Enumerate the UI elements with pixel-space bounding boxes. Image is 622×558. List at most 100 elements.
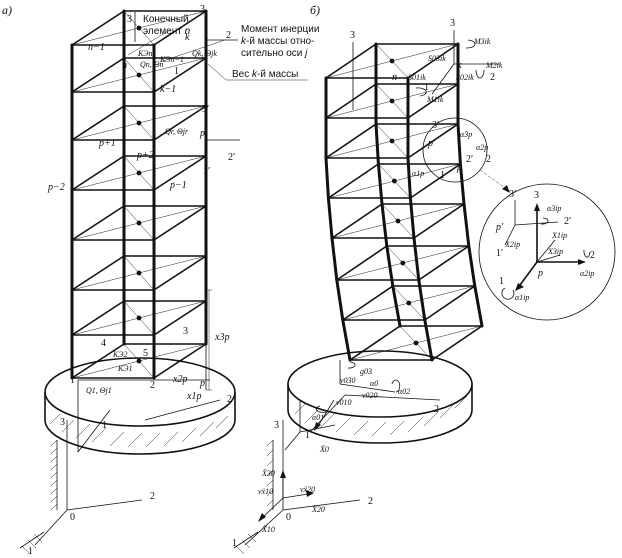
- column: [374, 122, 380, 166]
- b-x0: Ẍ0: [319, 445, 329, 454]
- floor-mass-node: [136, 72, 142, 78]
- a-p-prime: p′: [199, 128, 208, 139]
- b-inset-one-prime: 1′: [496, 248, 503, 259]
- a-p-plus-2: p+2: [136, 150, 154, 161]
- b-inset-p: p: [537, 268, 543, 279]
- b-inset-two: 2: [590, 250, 595, 261]
- panel-b-label: б): [310, 3, 320, 17]
- b-one-arrow: 1: [305, 430, 310, 441]
- floor-edge: [71, 105, 125, 141]
- b-s01ik: S01ik: [408, 73, 426, 82]
- b-inset-x1ip: X1ip: [551, 231, 567, 240]
- a-end-element-line2: элемент n: [143, 26, 191, 37]
- a-weight-label: Вес k-й массы: [232, 69, 298, 80]
- a-one-ground: 1: [102, 420, 107, 431]
- a-ke-n: КЭn: [137, 49, 152, 58]
- b-two-base: 2: [434, 404, 439, 415]
- floor-mass-node: [136, 358, 142, 364]
- panel-b-ground-axes: [233, 400, 361, 555]
- a-x1p: x1p: [186, 391, 201, 402]
- floor-edge: [71, 255, 125, 291]
- floor-mass-node: [400, 260, 406, 266]
- floor-mass-node: [413, 340, 419, 346]
- floor-edge: [325, 123, 377, 159]
- b-alpha3p: α3p: [460, 130, 472, 139]
- a-inertia-line2: k-й массы отно-: [241, 36, 314, 47]
- a-axis3-topright-label: 3: [200, 4, 205, 15]
- b-inset-three: 3: [534, 190, 539, 201]
- b-two-p: 2: [486, 154, 491, 165]
- floor-edge: [413, 203, 465, 239]
- b-m3ik-arc: [465, 39, 476, 49]
- b-alpha1p: α1p: [412, 169, 424, 178]
- floor-edge: [349, 325, 401, 361]
- b-inset-x3ip: X3ip: [547, 247, 563, 256]
- b-inset-p-prime: p′: [495, 222, 504, 233]
- b-inset-two-prime: 2′: [564, 216, 571, 227]
- b-v020: v020: [362, 391, 378, 400]
- column: [391, 284, 402, 328]
- b-m2ik: M2ik: [485, 61, 503, 70]
- b-two-prime: 2′: [466, 154, 473, 165]
- a-inertia-line3: сительно оси j: [241, 48, 308, 59]
- b-vx20: vẍ20: [300, 485, 315, 494]
- b-two: 2: [490, 72, 495, 83]
- a-q-theta-n: Qn, Θn: [140, 60, 164, 69]
- panel-a: а): [2, 3, 319, 557]
- b-three-top2: 3: [450, 18, 455, 29]
- floor-mass-node: [406, 300, 412, 306]
- b-x20: Ẍ20: [311, 505, 325, 514]
- a-two-right: 2: [227, 394, 232, 405]
- b-inset-frame: [501, 200, 591, 300]
- a-q1-theta1: Q1, Θj1: [86, 386, 112, 395]
- b-s02ik: S02ik: [456, 73, 474, 82]
- a-axis3-top-label: 3: [127, 14, 132, 25]
- b-inset-one: 1: [499, 276, 504, 287]
- b-v010: v010: [336, 398, 352, 407]
- b-base-kinematics: [258, 360, 401, 522]
- b-one-g: 1: [232, 538, 237, 549]
- a-zero: 0: [70, 512, 75, 523]
- b-m1ik: M1ik: [426, 95, 444, 104]
- b-alpha0: α0: [370, 379, 378, 388]
- floor-edge: [327, 163, 379, 199]
- b-m3ik: M3ik: [473, 37, 491, 46]
- panel-a-label: а): [2, 3, 12, 17]
- floor-edge: [342, 285, 394, 321]
- b-s03ik: S03ik: [428, 54, 446, 63]
- column: [417, 278, 427, 322]
- floor-edge: [407, 123, 459, 159]
- b-n: n: [392, 72, 397, 83]
- b-m2ik-arc: [475, 69, 485, 79]
- a-p-minus-1: p−1: [169, 180, 187, 191]
- b-one-p: 1: [440, 170, 445, 181]
- column: [456, 122, 462, 166]
- panel-a-base-disk: [44, 357, 236, 455]
- a-node-n: n: [122, 60, 127, 71]
- column: [473, 284, 484, 328]
- b-three-prime: 3′: [432, 120, 439, 131]
- floor-edge: [71, 155, 125, 191]
- panel-b: б): [232, 3, 616, 555]
- a-two-base: 2: [150, 380, 155, 391]
- floor-edge: [325, 43, 377, 79]
- floor-edge: [153, 343, 207, 379]
- b-three-ground: 3: [274, 420, 279, 431]
- a-ke1: КЭ1: [117, 364, 132, 373]
- floor-edge: [409, 163, 461, 199]
- b-vx10: vẍ10: [258, 487, 273, 496]
- b-zero: 0: [286, 512, 291, 523]
- b-m1ik-arc: [415, 87, 427, 97]
- b-p: p: [456, 162, 462, 173]
- b-three-top: 3: [350, 30, 355, 41]
- panel-a-tower: [70, 9, 208, 380]
- floor-mass-node: [392, 178, 397, 184]
- a-p-minus-2: p−2: [47, 182, 65, 193]
- a-inertia-line1: Момент инерции: [241, 24, 319, 35]
- floor-mass-node: [136, 220, 142, 226]
- floor-mass-node: [389, 98, 395, 104]
- floor-edge: [153, 10, 207, 46]
- b-inset-alpha1ip: α1ip: [515, 293, 529, 302]
- a-three-low: 3: [183, 326, 188, 337]
